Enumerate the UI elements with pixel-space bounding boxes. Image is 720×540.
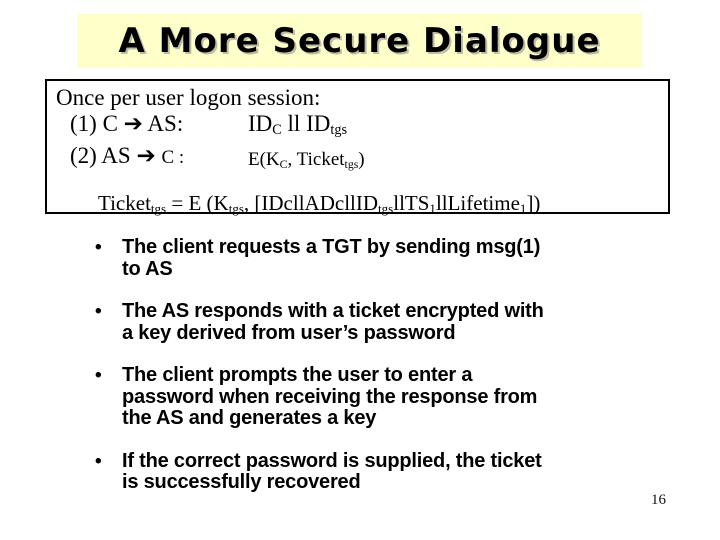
protocol-line-1: (1) C ➔ AS: IDC ll IDtgs [70,111,659,143]
bullet-icon: • [95,301,102,322]
bullet-icon: • [95,365,102,386]
ticket-formula: Tickettgs = E (Ktgs, [IDcllADcllIDtgsllT… [98,191,541,216]
page-number: 16 [651,492,666,508]
bullet-icon: • [95,237,102,258]
protocol-line-1-value: IDC ll IDtgs [248,111,347,138]
bullet-text: If the correct password is supplied, the… [122,449,542,493]
bullet-text: The client requests a TGT by sending msg… [122,236,541,280]
bullet-item: • The client requests a TGT by sending m… [95,236,683,280]
bullet-item: • The AS responds with a ticket encrypte… [95,300,683,344]
protocol-line-2-value: E(KC, Tickettgs) [248,149,365,171]
protocol-line-2-label: (2) AS ➔ C : [70,143,185,168]
bullet-item: • The client prompts the user to enter a… [95,364,683,430]
protocol-box: Once per user logon session: (1) C ➔ AS:… [45,79,670,216]
bullet-text: The AS responds with a ticket encrypted … [122,300,544,344]
protocol-line-1-label: (1) C ➔ AS: [70,111,184,136]
slide-title-bar: A More Secure Dialogue [77,13,642,68]
protocol-line-2: (2) AS ➔ C : E(KC, Tickettgs) [70,143,659,178]
bullet-text: The client prompts the user to enter a p… [122,364,538,429]
protocol-intro: Once per user logon session: [56,85,321,110]
page-title: A More Secure Dialogue [118,20,601,61]
bullet-item: • If the correct password is supplied, t… [95,449,683,494]
bullet-icon: • [95,450,102,472]
bullet-list: • The client requests a TGT by sending m… [95,236,683,515]
